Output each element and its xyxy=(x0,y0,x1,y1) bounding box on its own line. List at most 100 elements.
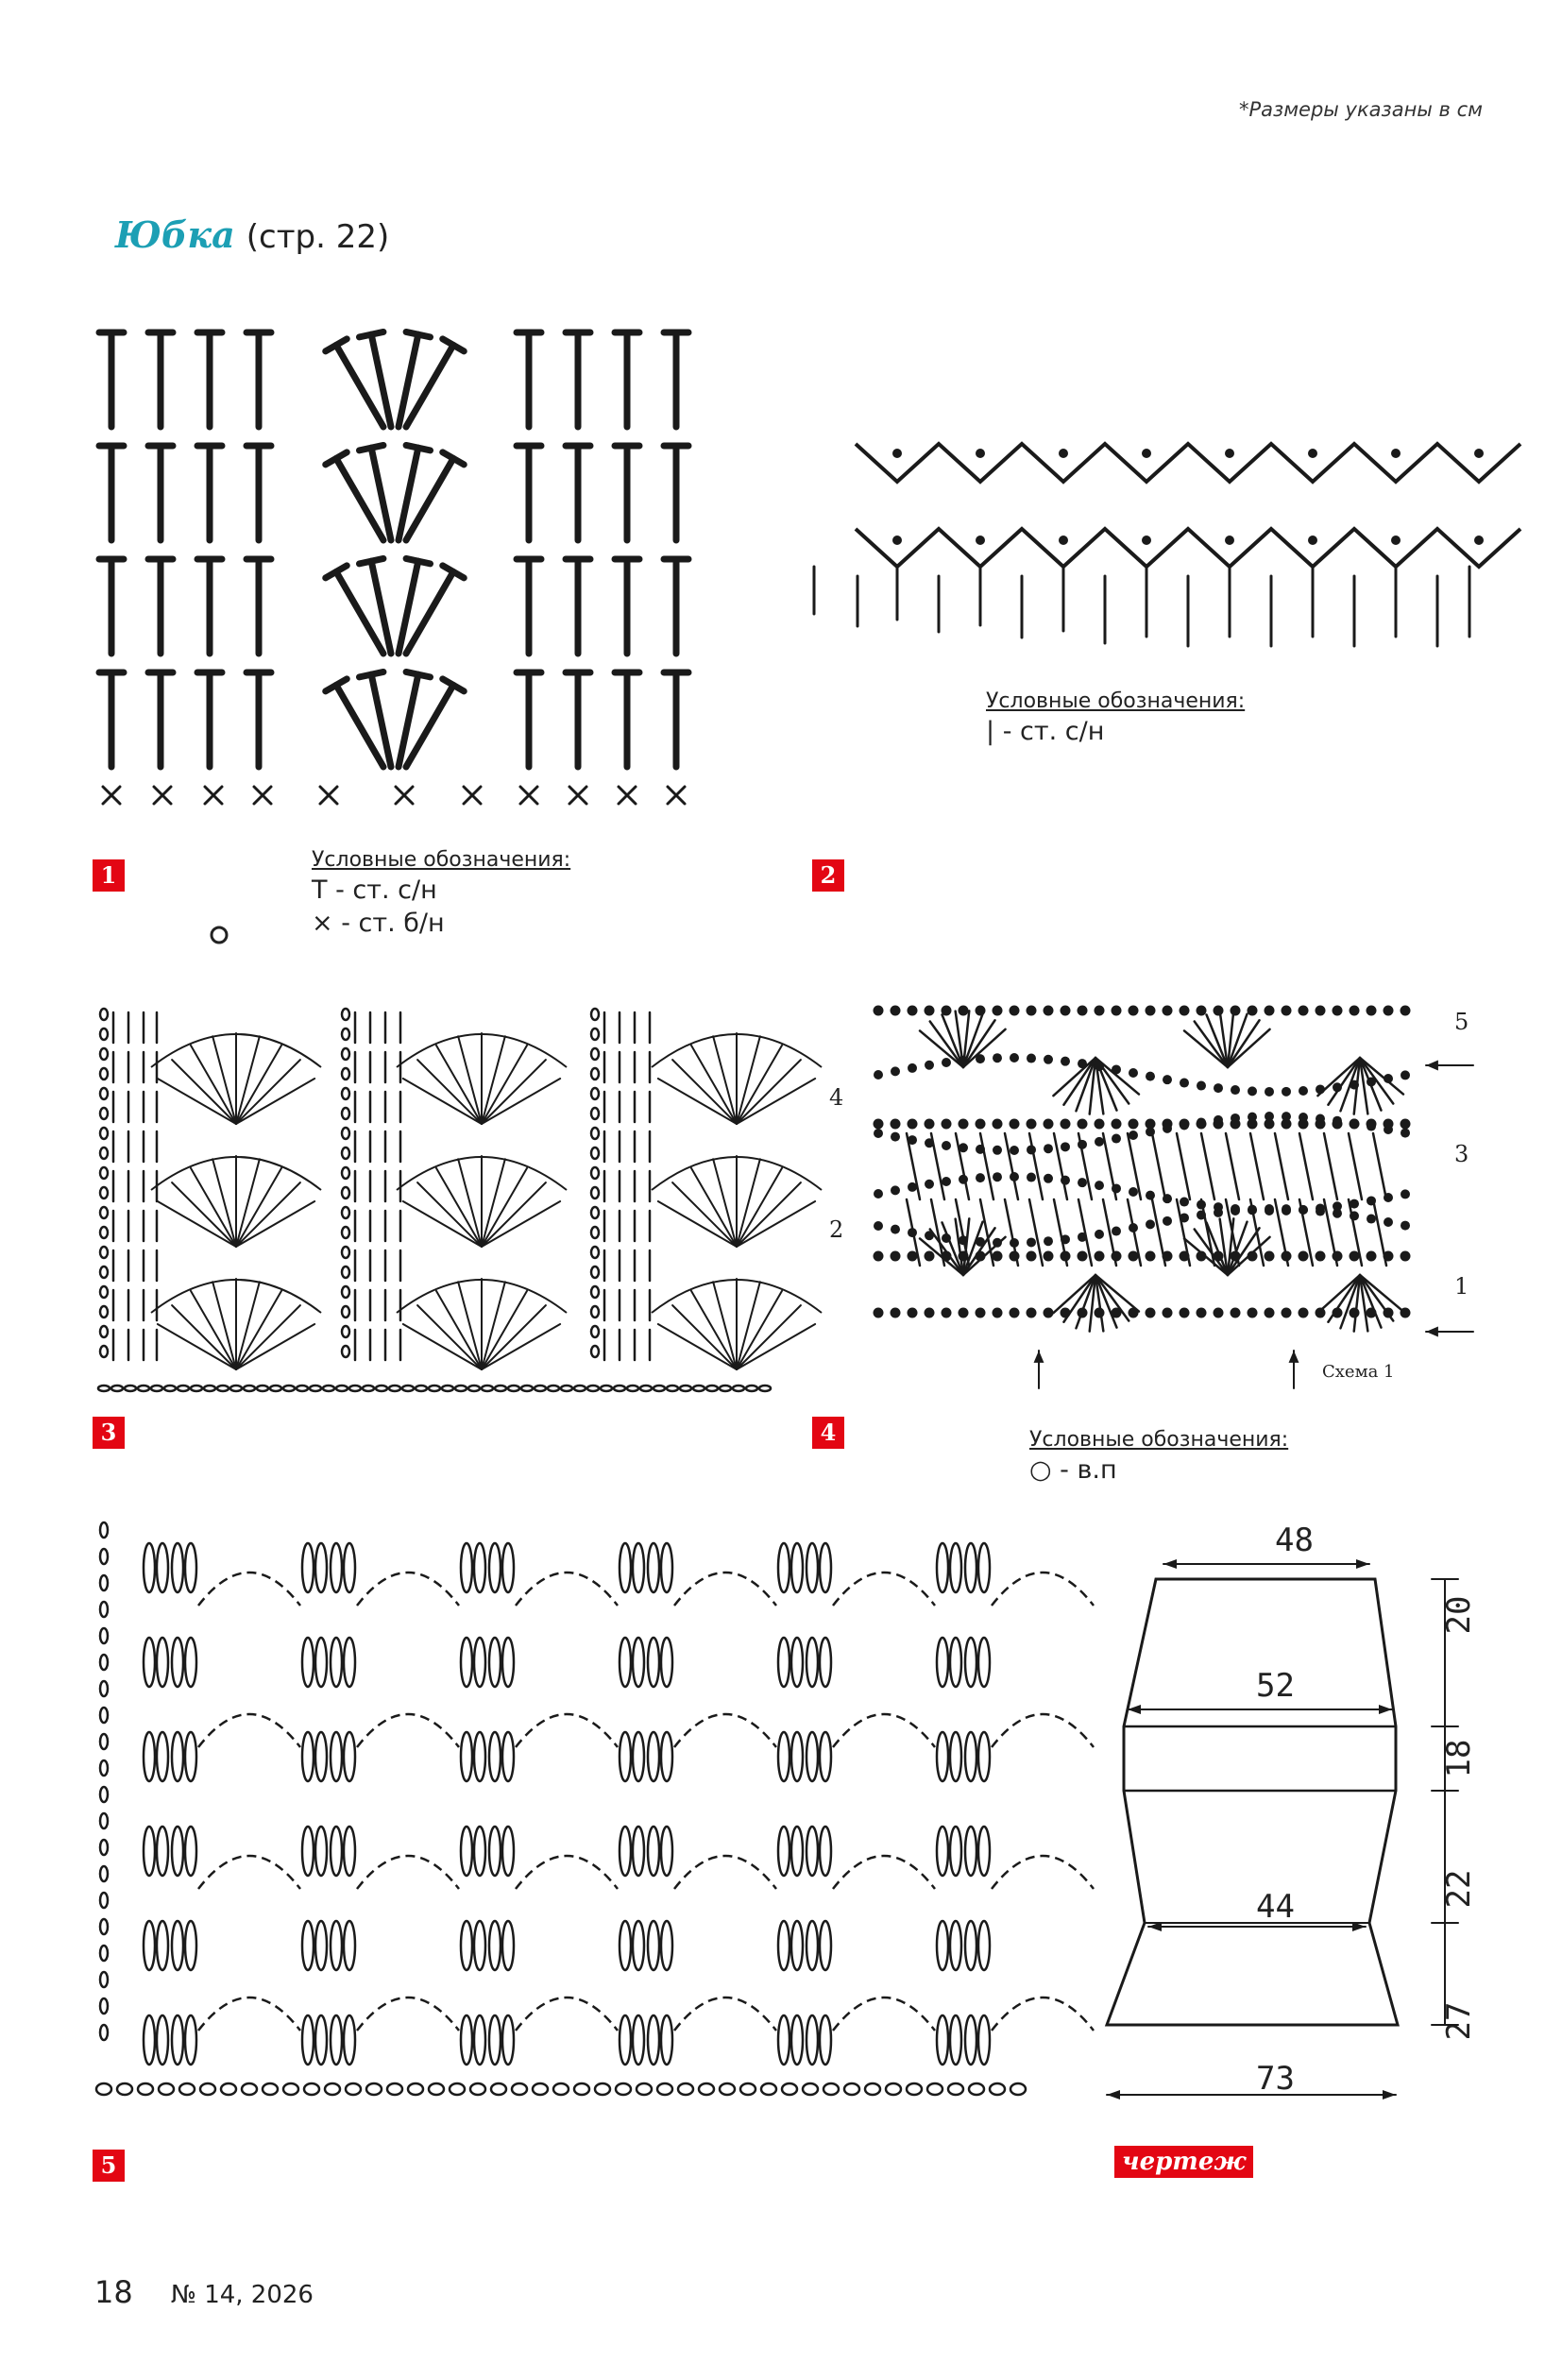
chain-dot-symbol xyxy=(1264,1118,1275,1130)
chain-dot-symbol xyxy=(924,1307,935,1318)
fan-arc xyxy=(396,1279,568,1314)
page-footer: 18 № 14, 2026 xyxy=(94,2274,314,2310)
stitch-symbol xyxy=(1347,1198,1364,1267)
chain-dot-symbol xyxy=(891,1131,900,1142)
chain-dot-symbol xyxy=(1391,449,1401,458)
chain-dot-symbol xyxy=(1061,1142,1070,1152)
fan-stitch xyxy=(928,1020,965,1069)
chain-dot-symbol xyxy=(958,1005,969,1016)
tall-stitch-symbol xyxy=(95,669,127,771)
chain-stitch-symbol xyxy=(552,2082,570,2097)
cluster-stitch xyxy=(155,1919,170,1972)
fan-stitch xyxy=(961,1220,984,1277)
chain-dot-symbol xyxy=(908,1062,917,1073)
fan-arc xyxy=(651,1279,823,1314)
arrow-icon xyxy=(1148,1922,1162,1931)
fan-stitch xyxy=(736,1200,817,1248)
chain-stitch-symbol xyxy=(98,1225,110,1240)
chain-arch xyxy=(515,1996,619,2032)
chain-stitch-symbol xyxy=(593,2082,612,2097)
chain-dot-symbol xyxy=(1009,1307,1020,1318)
fan-stitch xyxy=(235,1035,261,1125)
chain-dot-symbol xyxy=(1366,1005,1377,1016)
fan-stitch xyxy=(961,1227,996,1277)
fan-stitch xyxy=(961,1028,1007,1069)
chain-stitch-symbol xyxy=(98,1146,110,1161)
chain-dot-symbol xyxy=(907,1250,918,1262)
page-title: Юбка (стр. 22) xyxy=(115,213,389,256)
chain-arch xyxy=(991,1571,1095,1606)
chain-dot-symbol xyxy=(1401,1128,1410,1138)
chain-stitch-symbol xyxy=(385,2082,404,2097)
chain-stitch-symbol xyxy=(98,1679,110,1698)
tall-stitch-symbol xyxy=(355,328,395,431)
cluster-stitch xyxy=(342,1636,357,1689)
chain-stitch-symbol xyxy=(406,2082,425,2097)
chain-dot-symbol xyxy=(1027,1053,1036,1063)
arrow-icon xyxy=(1426,1060,1438,1071)
chain-dot-symbol xyxy=(908,1135,917,1146)
cluster-stitch xyxy=(935,1541,950,1594)
chain-stitch-symbol xyxy=(340,1225,351,1240)
chain-dot-symbol xyxy=(975,1005,986,1016)
cluster-stitch xyxy=(789,1730,805,1783)
fan-stitch xyxy=(1182,1029,1230,1069)
chain-arch xyxy=(356,1996,460,2032)
chain-dot-symbol xyxy=(1094,1250,1105,1262)
tall-stitch-symbol xyxy=(355,554,395,657)
chain-dot-symbol xyxy=(1231,1085,1240,1096)
chain-stitch-symbol xyxy=(98,1653,110,1672)
stitch-symbol xyxy=(1347,1131,1364,1201)
chain-stitch-symbol xyxy=(665,1384,680,1393)
chain-dot-symbol xyxy=(1026,1005,1037,1016)
chain-dot-symbol xyxy=(1366,1250,1377,1262)
cluster-stitch xyxy=(155,2014,170,2066)
cluster-stitch xyxy=(963,1919,978,1972)
legend-4-row-1: ○ - в.п xyxy=(1029,1455,1288,1485)
fan-stitch xyxy=(1062,1056,1097,1106)
cluster-stitch xyxy=(805,1541,820,1594)
stitch-symbol xyxy=(1248,1198,1265,1267)
legend-2-row-1: | - ст. с/н xyxy=(986,717,1245,746)
chain-dot-symbol xyxy=(907,1118,918,1130)
fan-stitch xyxy=(1182,1237,1230,1277)
fan-stitch xyxy=(156,1200,237,1248)
cross-stitch-symbol: × xyxy=(312,909,333,938)
cluster-stitch xyxy=(142,1636,157,1689)
chain-stitch-symbol xyxy=(467,1384,482,1393)
fan-stitch xyxy=(1226,1019,1261,1069)
chain-stitch-symbol xyxy=(589,1027,601,1042)
chain-arch xyxy=(673,1571,777,1606)
fan-stitch xyxy=(235,1166,282,1248)
chain-stitch-symbol xyxy=(340,1106,351,1121)
chain-dot-symbol xyxy=(924,1250,935,1262)
chain-stitch-symbol xyxy=(589,1284,601,1300)
fan-stitch xyxy=(235,1289,282,1370)
chain-dot-symbol xyxy=(1043,1118,1054,1130)
legend-4: Условные обозначения: ○ - в.п xyxy=(1029,1428,1288,1485)
chain-arch xyxy=(197,1996,301,2032)
chain-stitch-symbol xyxy=(589,1185,601,1200)
chain-stitch-symbol xyxy=(744,1384,759,1393)
stitch-symbol xyxy=(1077,1198,1094,1267)
chain-dot-symbol xyxy=(1112,1133,1121,1144)
chain-dot-symbol xyxy=(1367,1214,1376,1224)
cluster-stitch xyxy=(342,1730,357,1783)
chain-dot-symbol xyxy=(1145,1250,1156,1262)
chain-dot-symbol xyxy=(1078,1059,1087,1069)
tall-stitch-symbol xyxy=(322,562,387,657)
cluster-stitch xyxy=(805,1730,820,1783)
chain-stitch-symbol xyxy=(589,1146,601,1161)
tall-stitch-symbol xyxy=(402,675,467,771)
cluster-stitch xyxy=(487,1730,502,1783)
cluster-stitch xyxy=(342,1541,357,1594)
tall-stitch-symbol xyxy=(611,555,643,657)
cluster-stitch xyxy=(170,1825,185,1878)
chain-dot-symbol xyxy=(1265,1112,1274,1122)
cluster-stitch xyxy=(501,1541,516,1594)
chain-stitch-symbol xyxy=(98,1838,110,1857)
tall-stitch-symbol xyxy=(355,441,395,544)
fan-stitch xyxy=(235,1200,316,1248)
chain-stitch-symbol xyxy=(98,2023,110,2042)
fan-stitch xyxy=(435,1289,483,1370)
